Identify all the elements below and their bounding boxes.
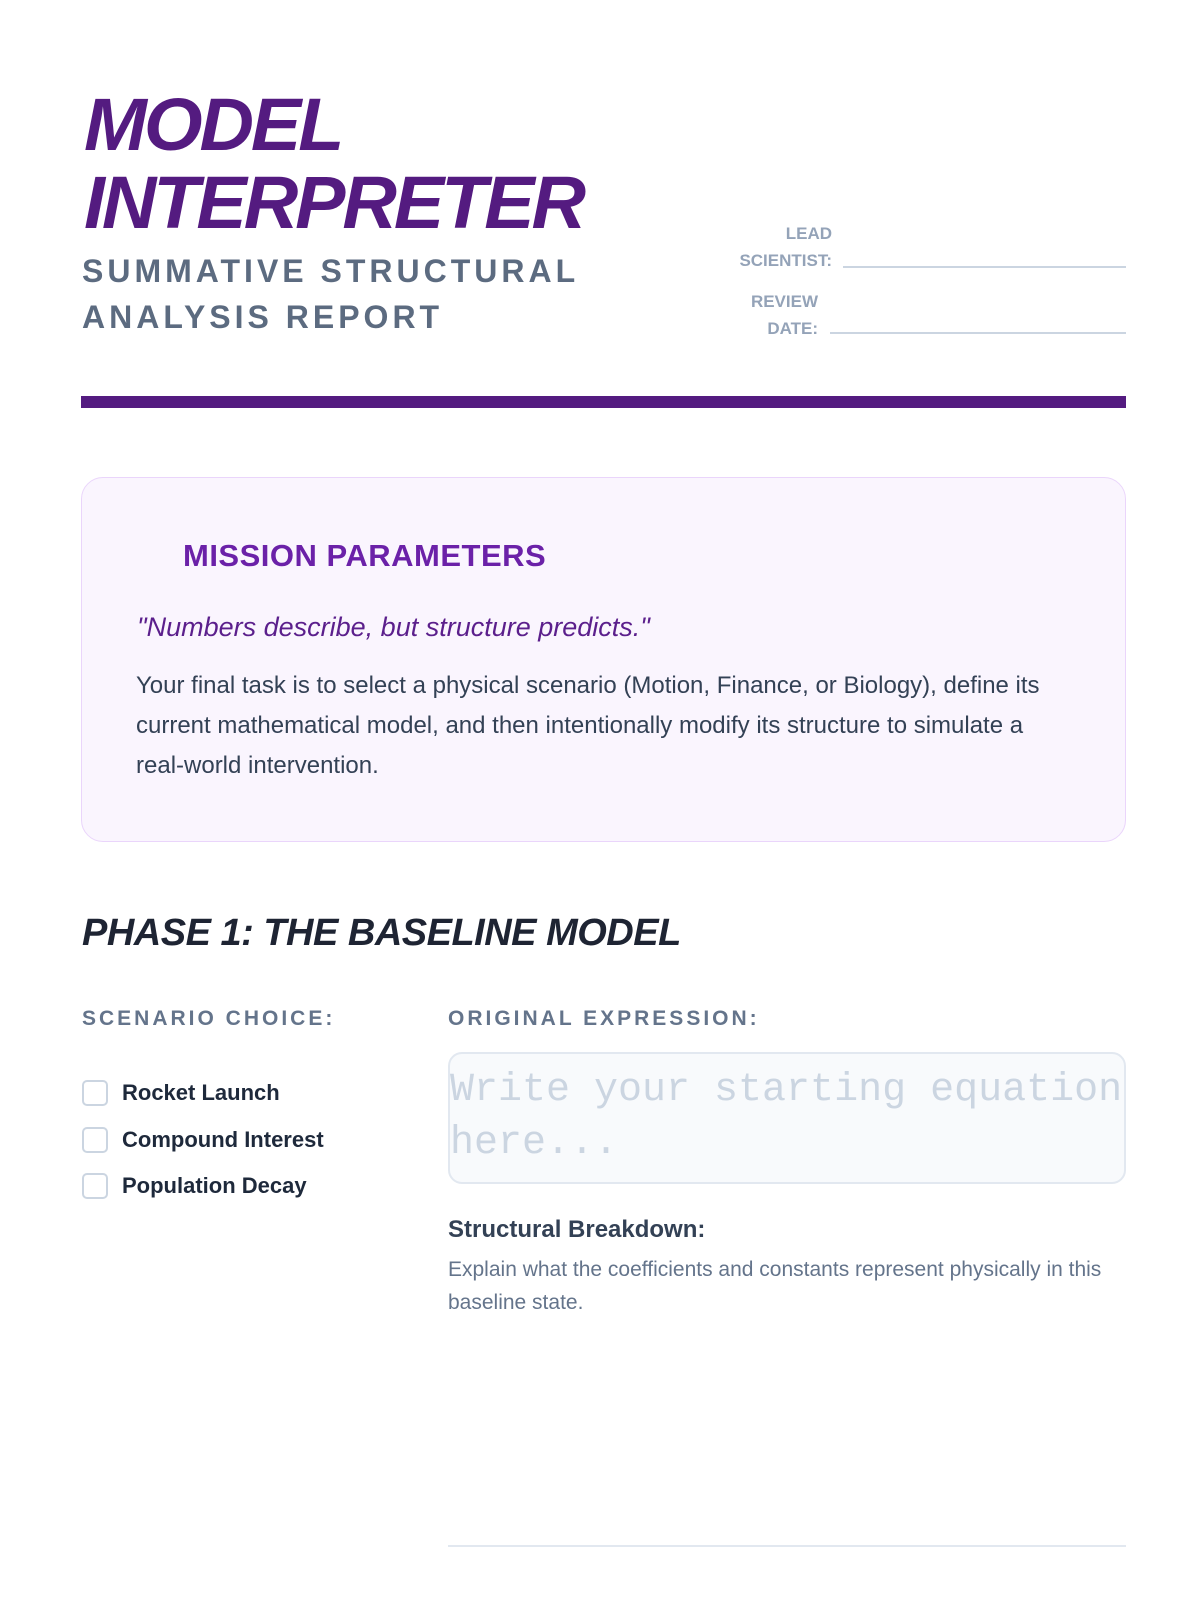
subtitle-line-2: ANALYSIS REPORT <box>82 299 444 335</box>
option-label: Population Decay <box>122 1173 307 1198</box>
title-line-2: INTERPRETER <box>84 161 586 244</box>
date-label-line1: REVIEW <box>750 292 818 311</box>
structural-breakdown-instructions: Explain what the coefficients and consta… <box>448 1258 1102 1314</box>
mission-heading: MISSION PARAMETERS <box>183 538 547 573</box>
lead-scientist-field[interactable] <box>843 266 1126 268</box>
date-label-line2: DATE: <box>767 319 818 338</box>
header-divider <box>81 396 1126 408</box>
phase-1-heading: PHASE 1: THE BASELINE MODEL <box>82 912 681 954</box>
mission-panel <box>81 477 1126 842</box>
checkbox[interactable] <box>82 1127 108 1153</box>
review-date-label: REVIEW DATE: <box>690 288 818 342</box>
subtitle-line-1: SUMMATIVE STRUCTURAL <box>82 253 580 289</box>
lead-label-line2: SCIENTIST: <box>739 251 832 270</box>
mission-body: Your final task is to select a physical … <box>136 672 1040 779</box>
checkbox[interactable] <box>82 1080 108 1106</box>
review-date-field[interactable] <box>830 332 1126 334</box>
title-line-1: MODEL <box>84 83 344 166</box>
option-rocket-launch[interactable]: Rocket Launch <box>82 1080 280 1106</box>
original-expression-label: ORIGINAL EXPRESSION: <box>448 1007 760 1030</box>
original-expression-input[interactable] <box>448 1052 1126 1184</box>
structural-breakdown-heading: Structural Breakdown: <box>448 1216 706 1243</box>
mission-quote: "Numbers describe, but structure predict… <box>137 612 650 642</box>
option-population-decay[interactable]: Population Decay <box>82 1173 307 1199</box>
lead-scientist-label: LEAD SCIENTIST: <box>690 220 832 274</box>
scenario-choice-label: SCENARIO CHOICE: <box>82 1007 336 1030</box>
lead-label-line1: LEAD <box>785 224 832 243</box>
option-compound-interest[interactable]: Compound Interest <box>82 1127 324 1153</box>
breakdown-writing-line[interactable] <box>448 1545 1126 1547</box>
checkbox[interactable] <box>82 1173 108 1199</box>
option-label: Compound Interest <box>122 1127 324 1152</box>
option-label: Rocket Launch <box>122 1080 280 1105</box>
